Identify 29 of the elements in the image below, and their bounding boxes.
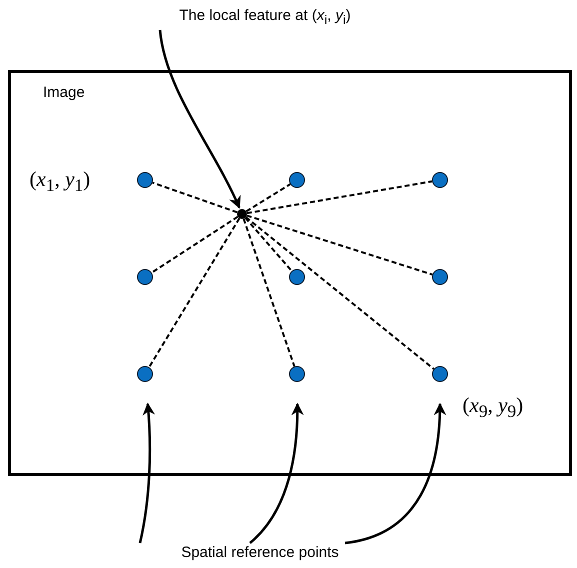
arrow	[249, 402, 304, 544]
callout-text: The local feature at (x$_{i}$, y$_{i}$)	[120, 6, 410, 30]
dashed-line	[244, 217, 292, 272]
reference-point	[288, 366, 304, 382]
dashed-line	[245, 216, 434, 370]
callout-text: Spatial reference points	[130, 543, 390, 563]
feature-point	[236, 208, 246, 218]
arrow	[158, 30, 240, 209]
coordinate-label: (x$_{1}$, y$_{1}$)	[30, 166, 90, 197]
dashed-line	[246, 214, 433, 276]
arrow	[138, 402, 155, 544]
reference-point	[432, 268, 448, 284]
reference-point	[136, 172, 152, 188]
reference-point	[432, 172, 448, 188]
arrow	[344, 402, 446, 544]
dashed-line	[246, 183, 291, 212]
dashed-line	[152, 182, 238, 214]
reference-point	[288, 268, 304, 284]
reference-point	[288, 172, 304, 188]
reference-point	[136, 268, 152, 284]
dashed-line	[246, 180, 432, 214]
dashed-line	[148, 218, 240, 368]
dashed-line	[151, 216, 238, 274]
dashed-line	[242, 218, 296, 367]
reference-point	[136, 366, 152, 382]
reference-point	[432, 366, 448, 382]
coordinate-label: (x$_{9}$, y$_{9}$)	[462, 392, 524, 423]
image-frame	[8, 70, 572, 476]
frame-title: Image	[43, 83, 85, 103]
